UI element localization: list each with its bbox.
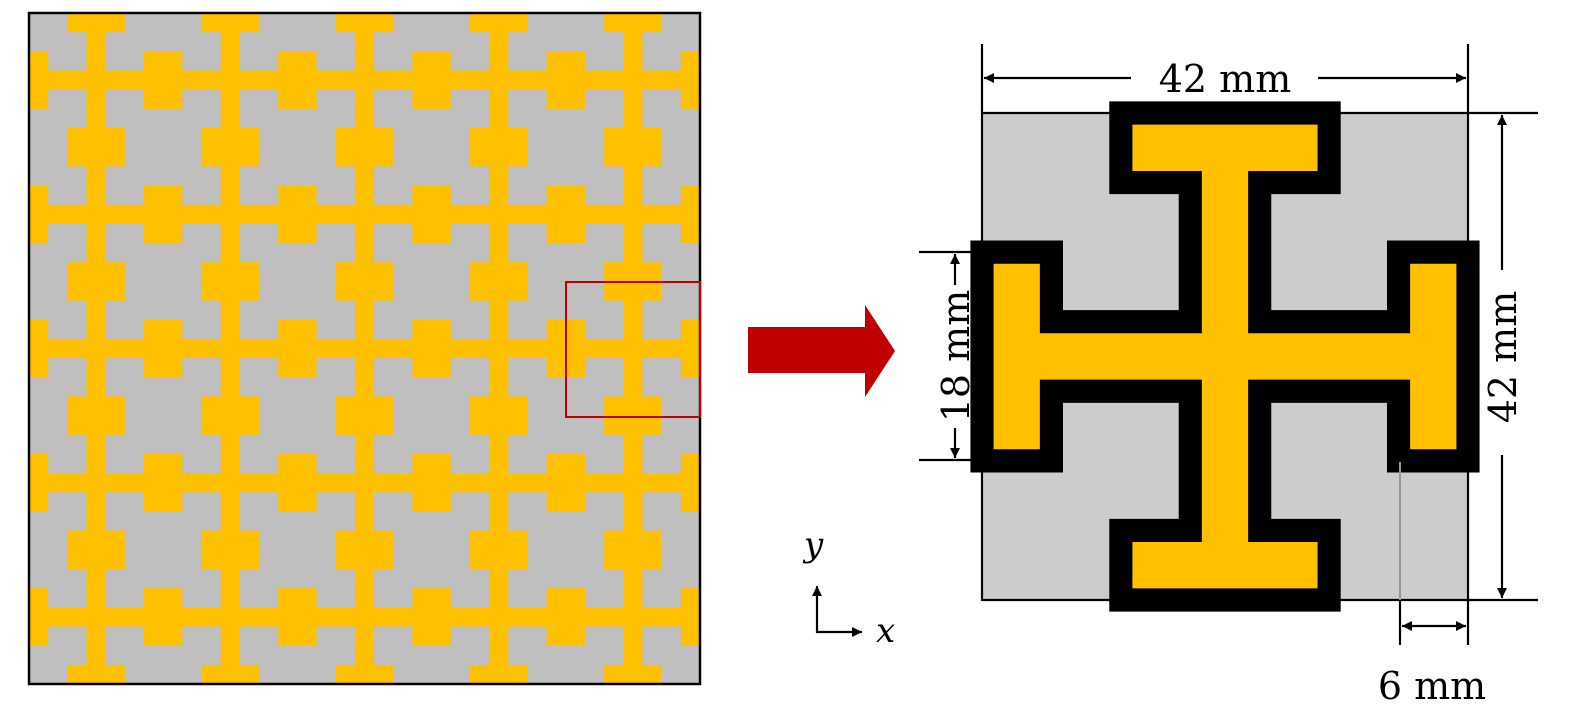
axes-indicator: y x: [802, 525, 895, 651]
flange-label: 6 mm: [1378, 664, 1486, 708]
right-arrow-icon: [748, 305, 895, 397]
width-label: 42 mm: [1159, 57, 1292, 101]
x-axis-label: x: [876, 611, 895, 651]
height-dimension: 42 mm: [1481, 115, 1525, 598]
flange-dimension: 6 mm: [1378, 621, 1486, 708]
periodic-array: [27, 11, 702, 686]
height-label: 42 mm: [1481, 291, 1525, 424]
gap-dimension: 18 mm: [934, 254, 978, 458]
gap-label: 18 mm: [934, 290, 978, 423]
y-axis-label: y: [802, 525, 824, 565]
width-dimension: 42 mm: [984, 57, 1466, 101]
highlighted-unit-cell-box: [565, 281, 701, 418]
unit-cell-detail: 42 mm 42 mm 18 mm 6 mm: [919, 44, 1538, 708]
